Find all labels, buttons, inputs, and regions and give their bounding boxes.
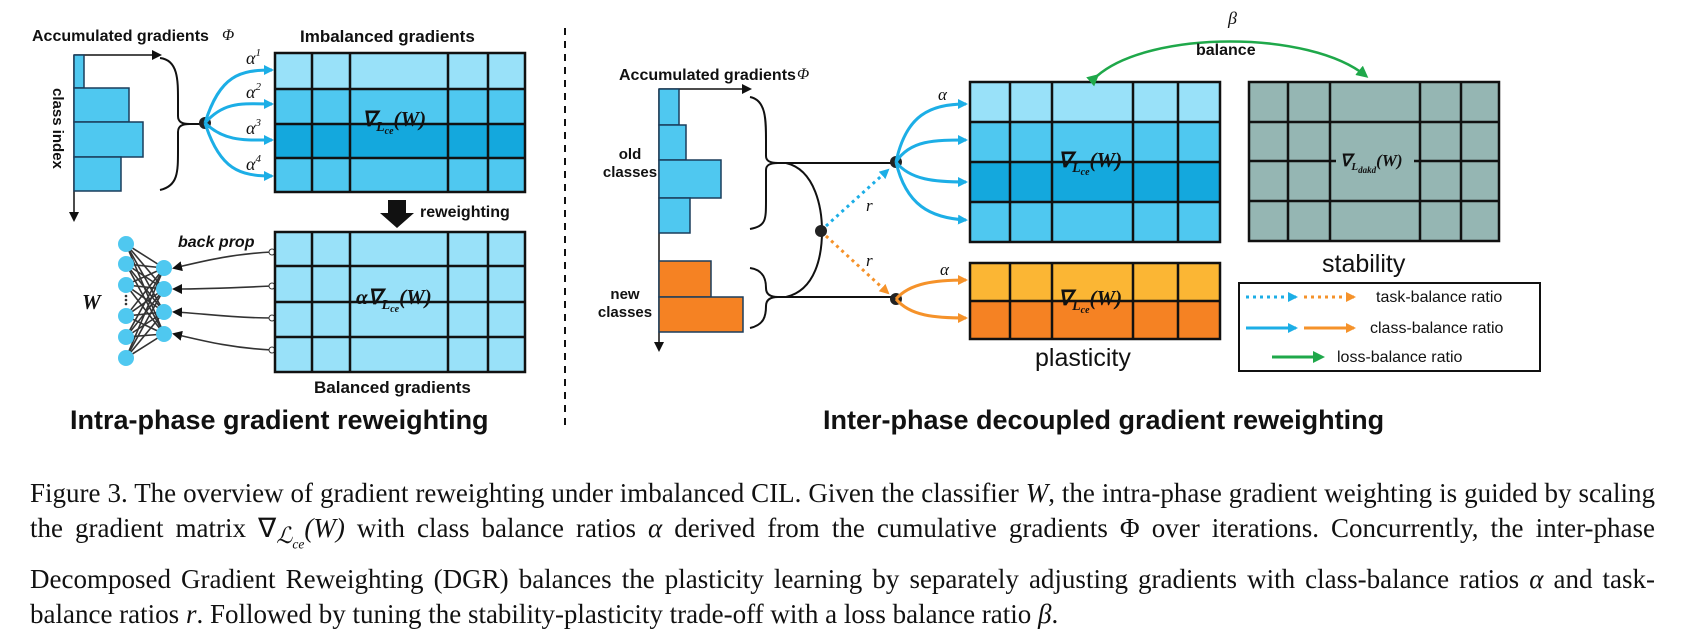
loss-balance-arc [1086,40,1369,87]
class-balance-arrow [894,135,968,163]
task-node [815,225,827,237]
left-brace [159,57,191,191]
alpha-arrow [203,98,274,124]
task-balance-arrow-old [824,168,890,228]
legend-class-balance: class-balance ratio [1370,320,1504,337]
alpha-arrow [203,122,274,181]
hist-bar [73,54,85,89]
new-grad-matrix [968,261,1222,341]
alpha-label-new: α [940,260,950,279]
class-index-label: class index [49,88,66,170]
old-brace [749,96,779,230]
inter-phase-panel: Accumulated gradients Φ old classes new … [598,8,1541,435]
new-classes-histogram [658,260,744,333]
balanced-title: Balanced gradients [314,378,471,397]
intra-phase-panel: Accumulated gradients Φ class index α1 α… [32,27,527,435]
old-classes-label: old [619,146,642,163]
imbalanced-matrix [273,51,527,194]
svg-text:classes: classes [603,164,657,181]
hist-bar [73,156,122,192]
r-label-old: r [866,196,873,215]
right-phi: Φ [797,66,809,83]
hist-bar [658,159,722,199]
new-classes-label: new [610,286,640,303]
back-prop-label: back prop [178,234,255,251]
alpha-arrow [203,65,274,124]
weights-W-label: W [82,290,102,314]
new-brace [749,267,779,329]
balance-label: balance [1196,42,1256,59]
class-balance-arrow-orange [894,297,968,323]
neural-net [118,236,172,366]
legend-task-balance: task-balance ratio [1376,289,1502,306]
balanced-matrix [273,230,527,374]
task-balance-arrow-new [824,234,890,295]
reweighting-arrow-icon [380,200,414,228]
hist-bar [658,197,691,234]
back-prop-arrows [172,248,276,354]
figure-caption: Figure 3. The overview of gradient rewei… [30,478,1656,629]
hist-bar [658,124,687,161]
caption-label: Figure 3. [30,478,128,508]
svg-text:α3: α3 [246,117,261,138]
imbalanced-title: Imbalanced gradients [300,27,475,46]
hist-bar [658,88,680,126]
left-acc-label: Accumulated gradients [32,28,209,45]
svg-text:α1: α1 [246,47,261,68]
class-balance-arrow-orange [894,275,968,301]
hist-bar [658,260,712,298]
figure-3-diagram: Accumulated gradients Φ class index α1 α… [32,8,1541,435]
new-grad-label: ∇Lce(W) [1058,286,1122,316]
class-balance-arrow [894,161,968,187]
stability-matrix [1247,80,1501,243]
inter-phase-title: Inter-phase decoupled gradient reweighti… [823,405,1384,435]
hist-bar [658,296,744,333]
right-acc-label: Accumulated gradients [619,67,796,84]
reweighting-label: reweighting [420,204,510,221]
svg-text:α2: α2 [246,81,261,102]
r-label-new: r [866,251,873,270]
alpha-labels: α1 α2 α3 α4 [246,47,261,174]
class-balance-arrow [894,99,968,163]
plasticity-label: plasticity [1035,344,1131,372]
hist-bar [73,87,130,123]
legend-loss-balance: loss-balance ratio [1337,349,1463,366]
svg-text:classes: classes [598,304,652,321]
balanced-grad-label: α∇Lce(W) [356,285,432,315]
svg-text:α4: α4 [246,153,261,174]
left-histogram [73,54,144,192]
hist-bar [73,121,144,158]
old-grad-matrix [968,80,1222,244]
legend: task-balance ratio class-balance ratio l… [1238,282,1541,372]
beta-label: β [1227,8,1237,28]
alpha-label-old: α [938,85,948,104]
intra-phase-title: Intra-phase gradient reweighting [70,405,489,435]
imbalanced-grad-label: ∇Lce(W) [362,107,426,137]
alpha-arrow [203,121,274,146]
stability-label: stability [1322,250,1406,278]
class-balance-arrow [894,161,968,225]
old-classes-histogram [658,88,722,234]
left-phi: Φ [222,27,234,44]
